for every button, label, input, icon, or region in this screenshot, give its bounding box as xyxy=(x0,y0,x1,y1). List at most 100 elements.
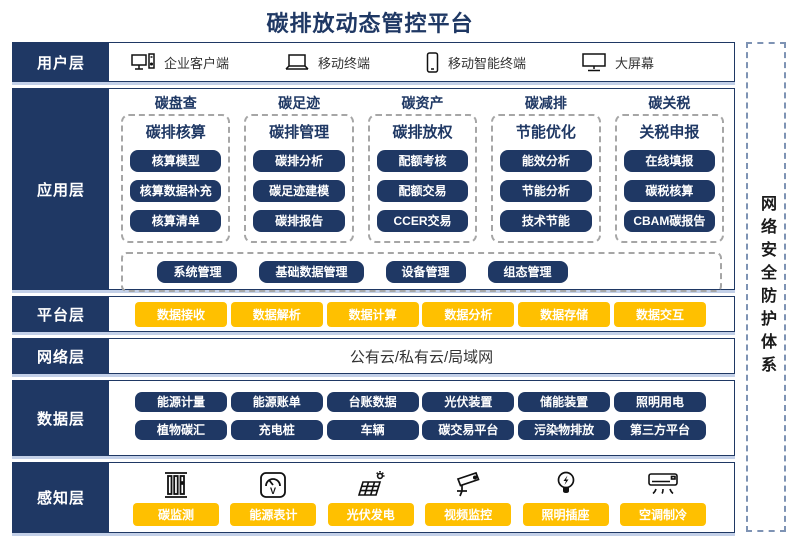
perception-item-video-surveillance: 视频监控 xyxy=(425,467,512,526)
data-source-button: 车辆 xyxy=(326,420,419,440)
app-column-box: 碳排核算 核算模型 核算数据补充 核算清单 xyxy=(121,114,231,243)
platform-layer-section: 平台层 数据接收 数据解析 数据计算 数据分析 数据存储 数据交互 xyxy=(12,296,735,332)
app-column-box: 碳排管理 碳排分析 碳足迹建模 碳排报告 xyxy=(244,114,354,243)
perception-item-pv-generation: 光伏发电 xyxy=(327,467,414,526)
network-layer-section: 网络层 公有云/私有云/局域网 xyxy=(12,338,735,374)
app-box-title: 关税申报 xyxy=(639,124,700,141)
perception-item-lighting-socket: 照明插座 xyxy=(522,467,609,526)
platform-button: 数据存储 xyxy=(518,301,611,327)
network-security-label: 网络安全防护体系 xyxy=(758,195,775,379)
desktop-computer-icon xyxy=(131,52,155,72)
app-item-button: 核算数据补充 xyxy=(130,180,222,202)
data-source-button: 污染物排放 xyxy=(518,420,611,440)
app-item-button: 能效分析 xyxy=(500,150,592,172)
data-layer-section: 数据层 能源计量 能源账单 台账数据 光伏装置 储能装置 照明用电 植物碳汇 充… xyxy=(12,380,735,456)
user-item-label: 企业客户端 xyxy=(164,55,230,71)
perception-item-air-conditioning: 空调制冷 xyxy=(619,467,706,526)
platform-button: 数据交互 xyxy=(613,301,706,327)
app-column-carbon-reduction: 碳减排 节能优化 能效分析 节能分析 技术节能 xyxy=(491,94,601,243)
network-cloud-text: 公有云/私有云/局域网 xyxy=(349,348,494,366)
platform-button: 数据解析 xyxy=(230,301,323,327)
app-column-box: 碳排放权 配额考核 配额交易 CCER交易 xyxy=(367,114,478,243)
app-box-title: 碳排核算 xyxy=(145,124,206,141)
energy-meter-icon: V xyxy=(258,467,288,503)
app-item-button: 配额考核 xyxy=(376,150,469,172)
user-item-label: 移动终端 xyxy=(318,55,371,71)
perception-label: 照明插座 xyxy=(522,503,609,526)
application-layer-label: 应用层 xyxy=(13,89,109,289)
platform-button: 数据分析 xyxy=(422,301,515,327)
data-layer-label: 数据层 xyxy=(13,381,109,455)
app-column-box: 节能优化 能效分析 节能分析 技术节能 xyxy=(491,114,601,243)
perception-label: 空调制冷 xyxy=(619,503,706,526)
light-bulb-icon xyxy=(554,467,578,503)
laptop-icon xyxy=(285,53,309,72)
user-layer-label: 用户层 xyxy=(13,43,109,81)
page-title: 碳排放动态管控平台 xyxy=(266,11,474,36)
data-source-button: 能源计量 xyxy=(135,392,227,412)
app-column-header: 碳资产 xyxy=(401,95,444,111)
app-column-carbon-inventory: 碳盘查 碳排核算 核算模型 核算数据补充 核算清单 xyxy=(121,94,231,243)
data-source-button: 储能装置 xyxy=(518,392,611,412)
data-source-button: 台账数据 xyxy=(326,392,419,412)
app-box-title: 碳排放权 xyxy=(392,124,453,141)
app-item-button: CCER交易 xyxy=(376,210,469,232)
perception-label: 光伏发电 xyxy=(327,503,414,526)
perception-layer-label: 感知层 xyxy=(13,463,109,532)
cctv-camera-icon xyxy=(452,467,484,503)
air-conditioner-icon xyxy=(646,467,680,503)
perception-layer-section: 感知层 碳监测 xyxy=(12,462,735,533)
management-button: 系统管理 xyxy=(157,261,238,283)
network-layer-label: 网络层 xyxy=(13,339,109,373)
app-item-button: 碳足迹建模 xyxy=(253,180,345,202)
data-source-button: 照明用电 xyxy=(613,392,706,412)
data-source-button: 能源账单 xyxy=(230,392,323,412)
solar-panel-icon xyxy=(355,467,387,503)
platform-button: 数据计算 xyxy=(326,301,419,327)
app-item-button: CBAM碳报告 xyxy=(623,210,716,232)
app-column-header: 碳足迹 xyxy=(278,95,321,111)
app-item-button: 在线填报 xyxy=(623,150,716,172)
smartphone-icon xyxy=(426,51,439,73)
data-source-button: 第三方平台 xyxy=(613,420,706,440)
management-button: 设备管理 xyxy=(385,261,466,283)
user-item-big-screen: 大屏幕 xyxy=(582,52,654,72)
app-box-title: 碳排管理 xyxy=(269,124,330,141)
app-item-button: 碳排分析 xyxy=(253,150,345,172)
app-column-carbon-tariff: 碳关税 关税申报 在线填报 碳税核算 CBAM碳报告 xyxy=(614,94,725,243)
user-item-label: 大屏幕 xyxy=(615,55,655,71)
app-item-button: 节能分析 xyxy=(500,180,592,202)
app-item-button: 碳税核算 xyxy=(623,180,716,202)
carbon-monitor-icon xyxy=(162,467,190,503)
management-button: 基础数据管理 xyxy=(259,261,364,283)
user-item-smart-mobile-terminal: 移动智能终端 xyxy=(426,51,526,73)
data-source-button: 植物碳汇 xyxy=(135,420,227,440)
app-item-button: 核算模型 xyxy=(130,150,222,172)
network-security-sidebar: 网络安全防护体系 xyxy=(746,42,786,532)
user-item-enterprise-client: 企业客户端 xyxy=(131,52,229,72)
app-column-box: 关税申报 在线填报 碳税核算 CBAM碳报告 xyxy=(614,114,725,243)
svg-text:V: V xyxy=(270,486,276,496)
perception-item-carbon-monitoring: 碳监测 xyxy=(133,467,219,526)
app-column-carbon-asset: 碳资产 碳排放权 配额考核 配额交易 CCER交易 xyxy=(367,94,478,243)
user-item-mobile-terminal: 移动终端 xyxy=(285,53,370,72)
app-item-button: 核算清单 xyxy=(130,210,222,232)
management-button: 组态管理 xyxy=(487,261,568,283)
data-source-button: 碳交易平台 xyxy=(422,420,515,440)
big-screen-icon xyxy=(582,52,606,72)
perception-item-energy-meter: V 能源表计 xyxy=(230,467,317,526)
app-column-carbon-footprint: 碳足迹 碳排管理 碳排分析 碳足迹建模 碳排报告 xyxy=(244,94,354,243)
perception-label: 视频监控 xyxy=(425,503,512,526)
platform-layer-label: 平台层 xyxy=(13,297,109,331)
app-box-title: 节能优化 xyxy=(515,124,576,141)
app-column-header: 碳减排 xyxy=(524,95,567,111)
perception-label: 能源表计 xyxy=(230,503,317,526)
data-source-button: 充电桩 xyxy=(230,420,323,440)
platform-button: 数据接收 xyxy=(135,301,227,327)
app-column-header: 碳盘查 xyxy=(154,95,197,111)
app-column-header: 碳关税 xyxy=(648,95,691,111)
app-item-button: 碳排报告 xyxy=(253,210,345,232)
perception-label: 碳监测 xyxy=(133,503,219,526)
app-item-button: 配额交易 xyxy=(376,180,469,202)
